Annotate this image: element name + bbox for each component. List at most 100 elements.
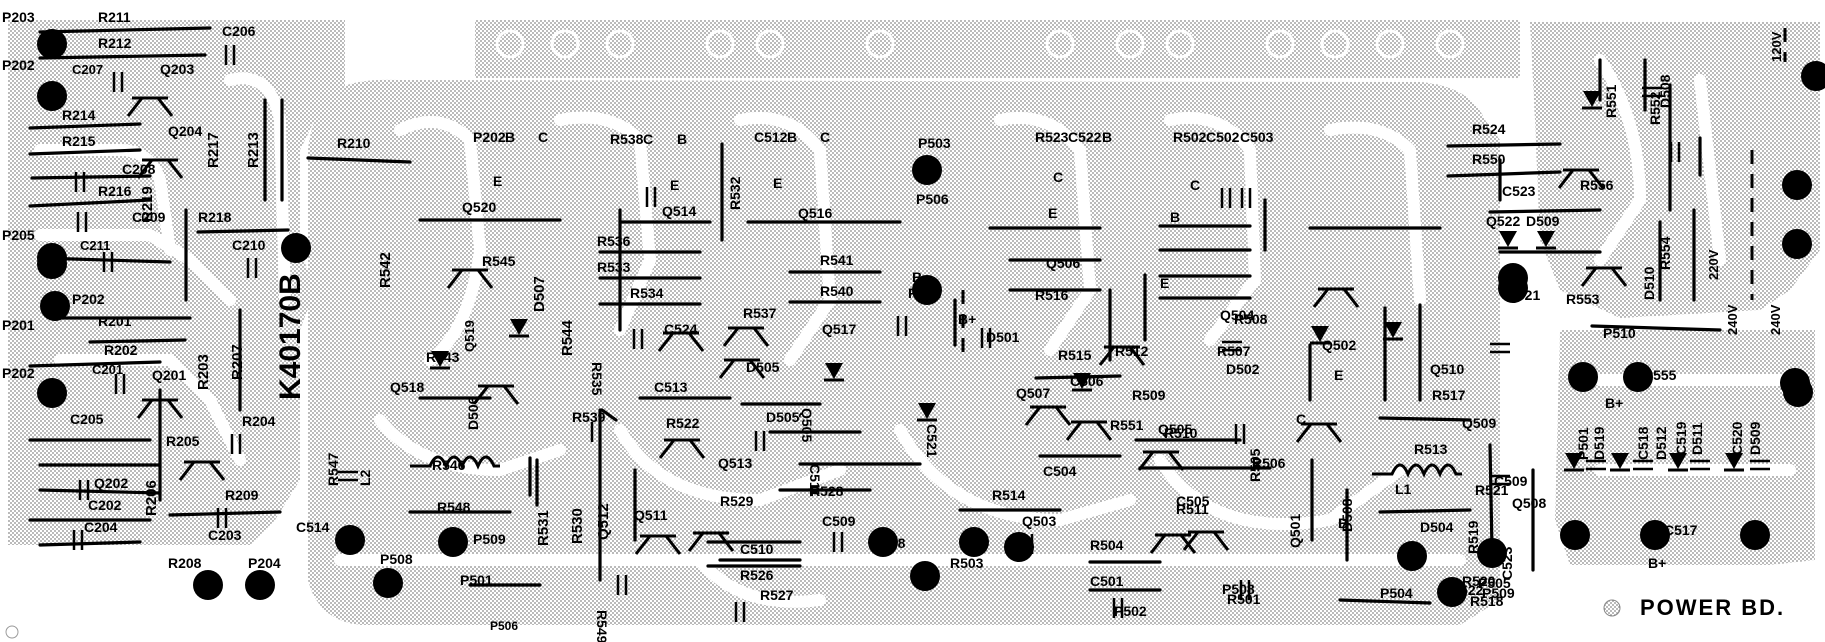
transistor-symbol: [1065, 420, 1113, 441]
component-label: Q518: [390, 379, 424, 395]
component-label: R522: [1450, 582, 1484, 598]
component-lines: [28, 26, 1722, 605]
component-label: Q509: [1462, 415, 1496, 431]
copper-areas: [8, 20, 1820, 625]
component-label: B: [677, 131, 687, 147]
transistor-symbol: [126, 96, 174, 117]
component-label: R550: [1472, 151, 1506, 167]
component-label: R203: [195, 354, 212, 390]
terminal-pad: [868, 527, 898, 557]
component-label: Q511: [634, 507, 668, 523]
component-label: R202: [104, 342, 138, 358]
terminal-pad: [373, 568, 403, 598]
component-label: D505: [746, 359, 780, 375]
component-label: C512: [754, 129, 788, 145]
component-label: C509: [822, 513, 856, 529]
component-label: Q505: [1158, 421, 1192, 437]
component-label: R540: [820, 283, 854, 299]
diode-symbol: [1073, 373, 1091, 389]
component-label: Q201: [152, 367, 186, 383]
terminal-pad: [1437, 577, 1467, 607]
component-label: C: [820, 129, 830, 145]
component-label: B: [1170, 209, 1180, 225]
component-label: R535: [589, 362, 605, 396]
component-label: L1: [1395, 481, 1412, 497]
board-part-number: K40170B: [274, 273, 307, 400]
transistor-symbol: [1557, 168, 1605, 189]
component-label: Q512: [595, 503, 612, 540]
component-label: D509: [1747, 421, 1763, 455]
component-label: B+: [1605, 395, 1623, 411]
component-label: R501: [1227, 591, 1261, 607]
component-label: Q517: [822, 321, 856, 337]
component-label: P503: [918, 135, 951, 151]
component-label: D502: [1226, 361, 1260, 377]
component-label: R529: [720, 493, 754, 509]
transistor-symbol: [657, 331, 705, 352]
component-label: C520: [1729, 421, 1745, 455]
component-label: C203: [208, 527, 242, 543]
inductor-l1: [1372, 463, 1462, 478]
terminal-pad: [912, 275, 942, 305]
component-label: R218: [198, 209, 232, 225]
component-label: R556: [1580, 177, 1614, 193]
component-label: C204: [84, 519, 118, 535]
component-label: C509: [1494, 473, 1528, 489]
component-line: [1488, 208, 1602, 214]
component-label: Q503: [1022, 513, 1056, 529]
component-label: C504: [1043, 463, 1077, 479]
component-label: D508: [1339, 498, 1355, 532]
component-label: R508: [1234, 311, 1268, 327]
component-label: R215: [62, 133, 96, 149]
component-label: C505: [1176, 493, 1210, 509]
component-label: R530: [569, 508, 586, 544]
component-line: [1378, 508, 1472, 514]
diode-symbol: [1565, 453, 1583, 469]
board-title: POWER BD.: [1640, 595, 1785, 620]
voltage-tap-240v-b: 240V: [1768, 304, 1783, 335]
transistor-symbol: [722, 326, 770, 347]
component-label: R537: [743, 305, 777, 321]
top-holes: [495, 29, 1465, 59]
component-label: P202: [2, 57, 35, 73]
transistor-symbol: [446, 268, 494, 289]
component-label: C208: [122, 161, 156, 177]
component-label: R538: [610, 131, 644, 147]
component-label: R503: [950, 555, 984, 571]
component-label: R533: [597, 259, 631, 275]
transistor-symbol: [136, 158, 184, 179]
component-line: [38, 540, 142, 547]
component-line: [1378, 416, 1472, 422]
component-label: C511: [807, 464, 823, 497]
component-label: C: [1190, 177, 1200, 193]
component-label: Q510: [1430, 361, 1464, 377]
component-label: R515: [1058, 347, 1092, 363]
component-label: B: [505, 129, 515, 145]
component-label: R507: [1217, 343, 1251, 359]
terminal-pad: [910, 561, 940, 591]
component-label: D509: [1526, 213, 1560, 229]
component-label: R523: [1035, 129, 1069, 145]
component-label: P504: [1380, 585, 1413, 601]
component-label: R512: [1115, 343, 1149, 359]
component-label: P202: [2, 365, 35, 381]
diode-symbol: [1537, 231, 1555, 247]
component-label: D511: [1689, 422, 1705, 455]
component-label: P508: [380, 551, 413, 567]
component-label: R554: [1657, 236, 1673, 270]
component-line: [30, 174, 152, 180]
component-label: P205: [2, 227, 35, 243]
component-label: Q504: [1220, 307, 1254, 323]
component-line: [38, 26, 212, 34]
component-label: P203: [2, 9, 35, 25]
component-label: C513: [654, 379, 688, 395]
component-line: [28, 122, 142, 130]
transistor-symbol: [658, 438, 706, 459]
terminal-pad: [1560, 520, 1590, 550]
transistor-symbol: [472, 384, 520, 405]
component-line: [600, 408, 618, 422]
terminal-pad: [37, 81, 67, 111]
component-label: R527: [760, 587, 794, 603]
component-label: C510: [740, 541, 774, 557]
diode-symbol: [431, 351, 449, 367]
